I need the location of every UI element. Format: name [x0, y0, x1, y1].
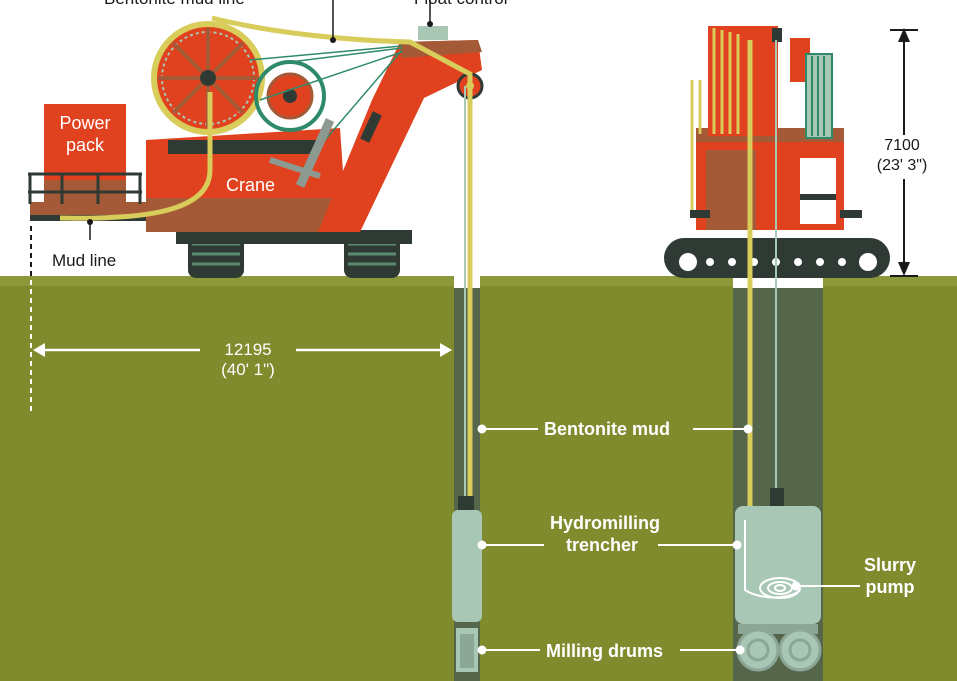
power-pack-text: Power pack	[59, 113, 111, 155]
green-reel	[805, 53, 833, 139]
left-crane	[28, 0, 484, 512]
slurry-pump-label-line1: Slurry	[863, 555, 917, 575]
power-pack-label: Power pack	[52, 112, 118, 156]
boom	[318, 40, 482, 232]
reach-mm-label: 12195	[224, 340, 272, 359]
right-trencher	[735, 488, 822, 672]
hydromilling-trencher-label-line2: trencher	[565, 535, 639, 555]
height-ft-label: (23' 3")	[876, 157, 928, 174]
slurry-pump-label-line2: pump	[865, 577, 915, 597]
reach-ft-label: (40' 1")	[221, 360, 275, 379]
right-crane	[664, 26, 890, 512]
height-mm-label: 7100	[884, 137, 920, 154]
winch-drum	[254, 60, 326, 132]
bentonite-mud-line-label: Bentonite mud line	[104, 0, 245, 9]
crane-label: Crane	[226, 175, 276, 195]
mud-line	[59, 92, 213, 221]
float-control-label: Float control	[414, 0, 508, 9]
left-trencher	[452, 496, 482, 672]
bentonite-mud-line	[211, 15, 473, 512]
railing	[28, 172, 142, 204]
cable-reel	[151, 21, 265, 135]
coiled-hoses	[690, 28, 740, 210]
label-leaders	[477, 424, 860, 655]
float-control	[418, 26, 448, 40]
mud-line-label: Mud line	[52, 251, 117, 270]
support-cables	[249, 45, 403, 141]
milling-drums-label: Milling drums	[546, 641, 663, 661]
hydromilling-trencher-label-line1: Hydromilling	[550, 513, 661, 533]
bentonite-mud-label: Bentonite mud	[544, 419, 670, 439]
